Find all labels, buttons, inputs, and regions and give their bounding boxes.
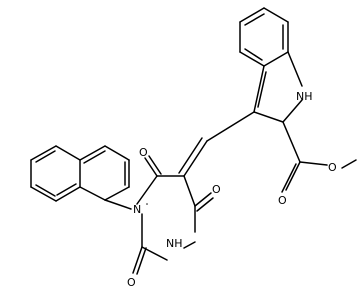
methylidene-linker xyxy=(178,111,255,177)
indole-pyrrole-ring xyxy=(253,51,303,123)
c6-oxo-oxygen: O xyxy=(139,146,148,159)
pyrimidine-carbonyls xyxy=(132,155,214,275)
indole-benzene-ring xyxy=(239,7,289,67)
pyrimidine-n-aryl: N xyxy=(133,203,141,216)
indole-nh-text: NH xyxy=(296,90,313,103)
naphthalene-ring-system xyxy=(30,145,132,210)
c2-oxo-oxygen: O xyxy=(127,276,136,289)
pyrimidine-nh: NH xyxy=(166,237,183,250)
ester-carbonyl-oxygen: O xyxy=(278,194,287,207)
methyl-ester-group xyxy=(281,121,357,193)
c4-oxo-oxygen: O xyxy=(212,183,221,196)
pyrimidinetrione-ring xyxy=(136,175,196,261)
ester-methoxy-oxygen: O xyxy=(328,161,337,174)
indole-nh-label: NH xyxy=(296,90,313,103)
